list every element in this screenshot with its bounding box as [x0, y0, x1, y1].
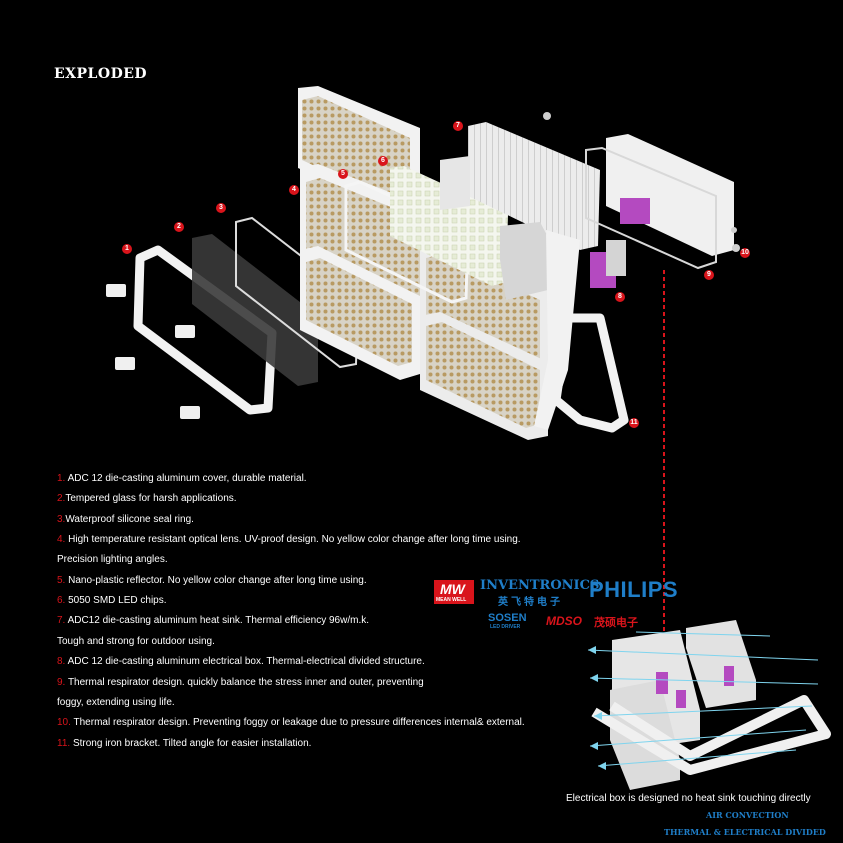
marker-8: 8 [615, 292, 625, 302]
desc-line: 5. Nano-plastic reflector. No yellow col… [57, 575, 367, 586]
marker-11: 11 [629, 418, 639, 428]
desc-line: 2.Tempered glass for harsh applications. [57, 493, 237, 504]
marker-6: 6 [378, 156, 388, 166]
reflector [344, 180, 470, 304]
heat-sink [440, 122, 600, 300]
marker-10: 10 [740, 248, 750, 258]
desc-line: 8. ADC 12 die-casting aluminum electrica… [57, 656, 425, 667]
meanwell-mark: MW [440, 581, 465, 597]
electrical-box [585, 134, 734, 288]
desc-line: 1. ADC 12 die-casting aluminum cover, du… [57, 473, 307, 484]
marker-9: 9 [704, 270, 714, 280]
smd-board [390, 166, 508, 286]
bracket [534, 230, 629, 433]
footer-note: Electrical box is designed no heat sink … [566, 793, 811, 804]
desc-line: 11. Strong iron bracket. Tilted angle fo… [57, 738, 312, 749]
tempered-glass [192, 234, 318, 386]
footer-air-convection: AIR CONVECTION [706, 810, 789, 820]
footer-divided: THERMAL & ELECTRICAL DIVIDED [664, 827, 826, 837]
screws [543, 112, 740, 252]
marker-2: 2 [174, 222, 184, 232]
inventronics-logo: INVENTRONICS [480, 578, 600, 593]
mdso-logo: MDSO [546, 614, 582, 628]
desc-line: Precision lighting angles. [57, 554, 168, 565]
marker-1: 1 [122, 244, 132, 254]
desc-line: 4. High temperature resistant optical le… [57, 534, 521, 545]
desc-line: 3.Waterproof silicone seal ring. [57, 514, 194, 525]
led-modules [298, 86, 548, 440]
marker-4: 4 [289, 185, 299, 195]
sosen-logo: SOSEN [488, 612, 527, 624]
meanwell-logo [434, 580, 474, 604]
mdso-cn: 茂硕电子 [594, 617, 638, 629]
desc-line: foggy, extending using life. [57, 697, 175, 708]
cover-frame [133, 245, 277, 415]
desc-line: 10. Thermal respirator design. Preventin… [57, 717, 525, 728]
marker-7: 7 [453, 121, 463, 131]
marker-5: 5 [338, 169, 348, 179]
airflow-illustration [587, 620, 831, 790]
desc-line: 7. ADC12 die-casting aluminum heat sink.… [57, 615, 369, 626]
clips [106, 284, 200, 419]
desc-line: Tough and strong for outdoor using. [57, 636, 215, 647]
philips-logo: PHILIPS [589, 577, 679, 602]
meanwell-name: MEAN WELL [436, 597, 467, 603]
desc-line: 9. Thermal respirator design. quickly ba… [57, 677, 424, 688]
seal-ring [235, 216, 360, 369]
desc-line: 6. 5050 SMD LED chips. [57, 595, 167, 606]
page-title: EXPLODED [54, 66, 148, 82]
inventronics-cn: 英飞特电子 [498, 597, 563, 608]
sosen-sub: LED DRIVER [490, 624, 521, 630]
marker-3: 3 [216, 203, 226, 213]
